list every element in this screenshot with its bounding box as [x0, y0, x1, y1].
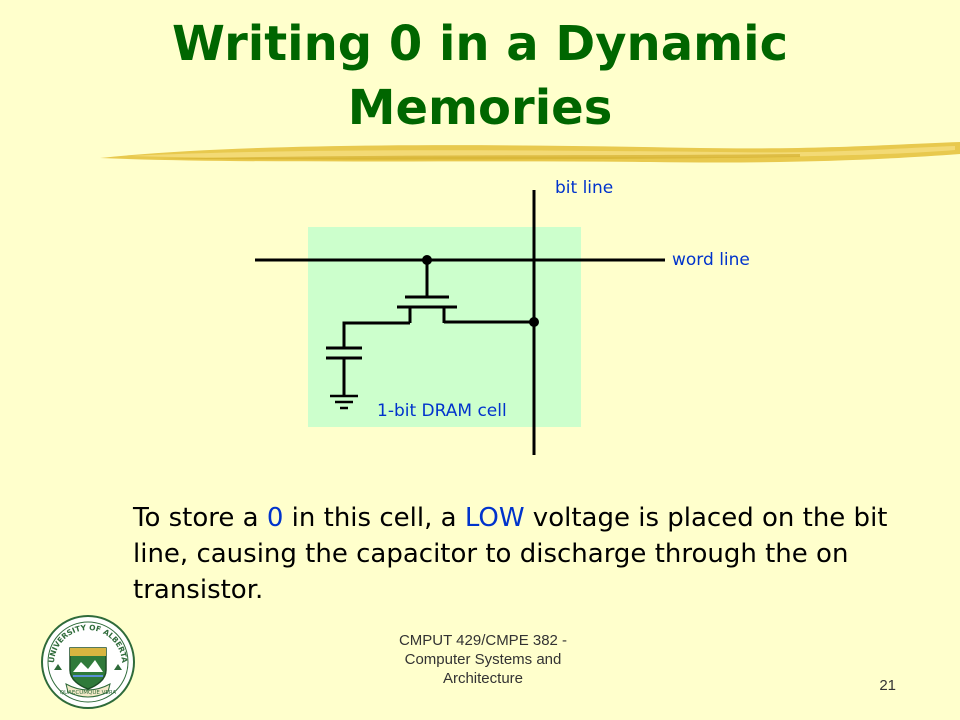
dram-cell-label: 1-bit DRAM cell: [377, 401, 507, 421]
bit-line-junction: [529, 317, 539, 327]
footer-course-line2: Computer Systems and: [404, 651, 562, 668]
body-paragraph: To store a 0 in this cell, a LOW voltage…: [133, 500, 933, 608]
transistor-icon: [397, 260, 457, 323]
crest-motto: QUAECUMQUE VERA: [60, 690, 117, 696]
ground-icon: [330, 394, 358, 410]
footer-course: CMPUT 429/CMPE 382 - Computer Systems an…: [363, 631, 603, 688]
word-line-junction: [422, 255, 432, 265]
slide-title: Writing 0 in a Dynamic Memories: [0, 12, 960, 140]
capacitor-icon: [326, 346, 362, 395]
body-text-1: To store a: [133, 503, 267, 533]
slide-title-line2: Memories: [347, 80, 613, 136]
footer-course-line3: Architecture: [442, 670, 524, 687]
low-voltage-highlight: LOW: [464, 503, 525, 533]
bit-line-label: bit line: [555, 178, 614, 198]
slide-title-line1: Writing 0 in a Dynamic: [171, 16, 789, 72]
page-number: 21: [879, 677, 896, 694]
title-underline-brushstroke: [100, 142, 960, 163]
word-line-label: word line: [672, 250, 750, 270]
footer-course-line1: CMPUT 429/CMPE 382 -: [398, 632, 568, 649]
source-wire: [342, 321, 410, 348]
body-text-2: in this cell, a: [283, 503, 465, 533]
body-text-3: voltage is placed on the bit line, causi…: [133, 503, 888, 605]
zero-value-highlight: 0: [266, 503, 284, 533]
university-crest-icon: UNIVERSITY OF ALBERTA QUAECUMQUE VERA: [41, 615, 135, 709]
